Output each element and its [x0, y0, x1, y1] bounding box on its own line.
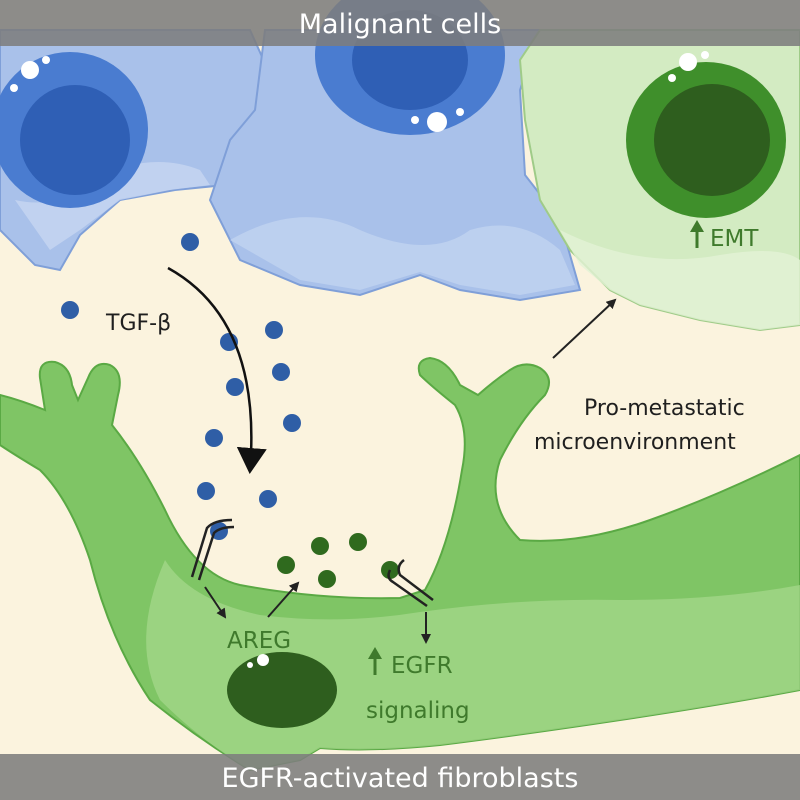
receptor-icon [190, 518, 235, 581]
egfr-label: EGFR [391, 653, 453, 679]
top-banner-title: Malignant cells [299, 9, 501, 40]
tgf-beta-label: TGF-β [105, 311, 171, 336]
tgf-beta-dot [197, 482, 215, 500]
tgf-beta-dot [272, 363, 290, 381]
tgf-beta-dot [61, 301, 79, 319]
top-banner [0, 0, 800, 46]
tgf-beta-dot [226, 378, 244, 396]
emt-cell [518, 29, 800, 332]
emt-label: EMT [710, 226, 759, 252]
pro-metastatic-label: Pro-metastatic [584, 396, 745, 421]
curved-arrow-icon [167, 266, 267, 474]
malignant-cell-left [0, 29, 270, 272]
tgf-beta-dot [283, 414, 301, 432]
tgf-beta-molecules [61, 233, 301, 540]
areg-dot [311, 537, 329, 555]
arrow-to-areg [204, 586, 227, 619]
areg-label: AREG [227, 628, 291, 654]
signaling-label: signaling [366, 698, 470, 724]
bottom-banner-title: EGFR-activated fibroblasts [222, 763, 579, 794]
fibroblast [0, 356, 800, 772]
egfr-annotation: EGFR signaling [366, 647, 470, 724]
tgf-beta-dot [205, 429, 223, 447]
areg-dot [277, 556, 295, 574]
arrow-areg-release [267, 581, 300, 618]
up-arrow-icon [690, 220, 704, 248]
microenvironment-label: microenvironment [534, 430, 736, 455]
up-arrow-icon [368, 647, 382, 675]
areg-dot [349, 533, 367, 551]
tgf-beta-dot [265, 321, 283, 339]
arrow-to-emt [552, 298, 617, 359]
fibroblast-nucleus [227, 652, 337, 728]
tgf-beta-dot [259, 490, 277, 508]
areg-dot [318, 570, 336, 588]
receptor-icon [387, 559, 434, 608]
malignant-cell-middle [208, 0, 582, 302]
emt-annotation: EMT [690, 220, 759, 252]
tgf-beta-dot [181, 233, 199, 251]
bottom-banner [0, 754, 800, 800]
